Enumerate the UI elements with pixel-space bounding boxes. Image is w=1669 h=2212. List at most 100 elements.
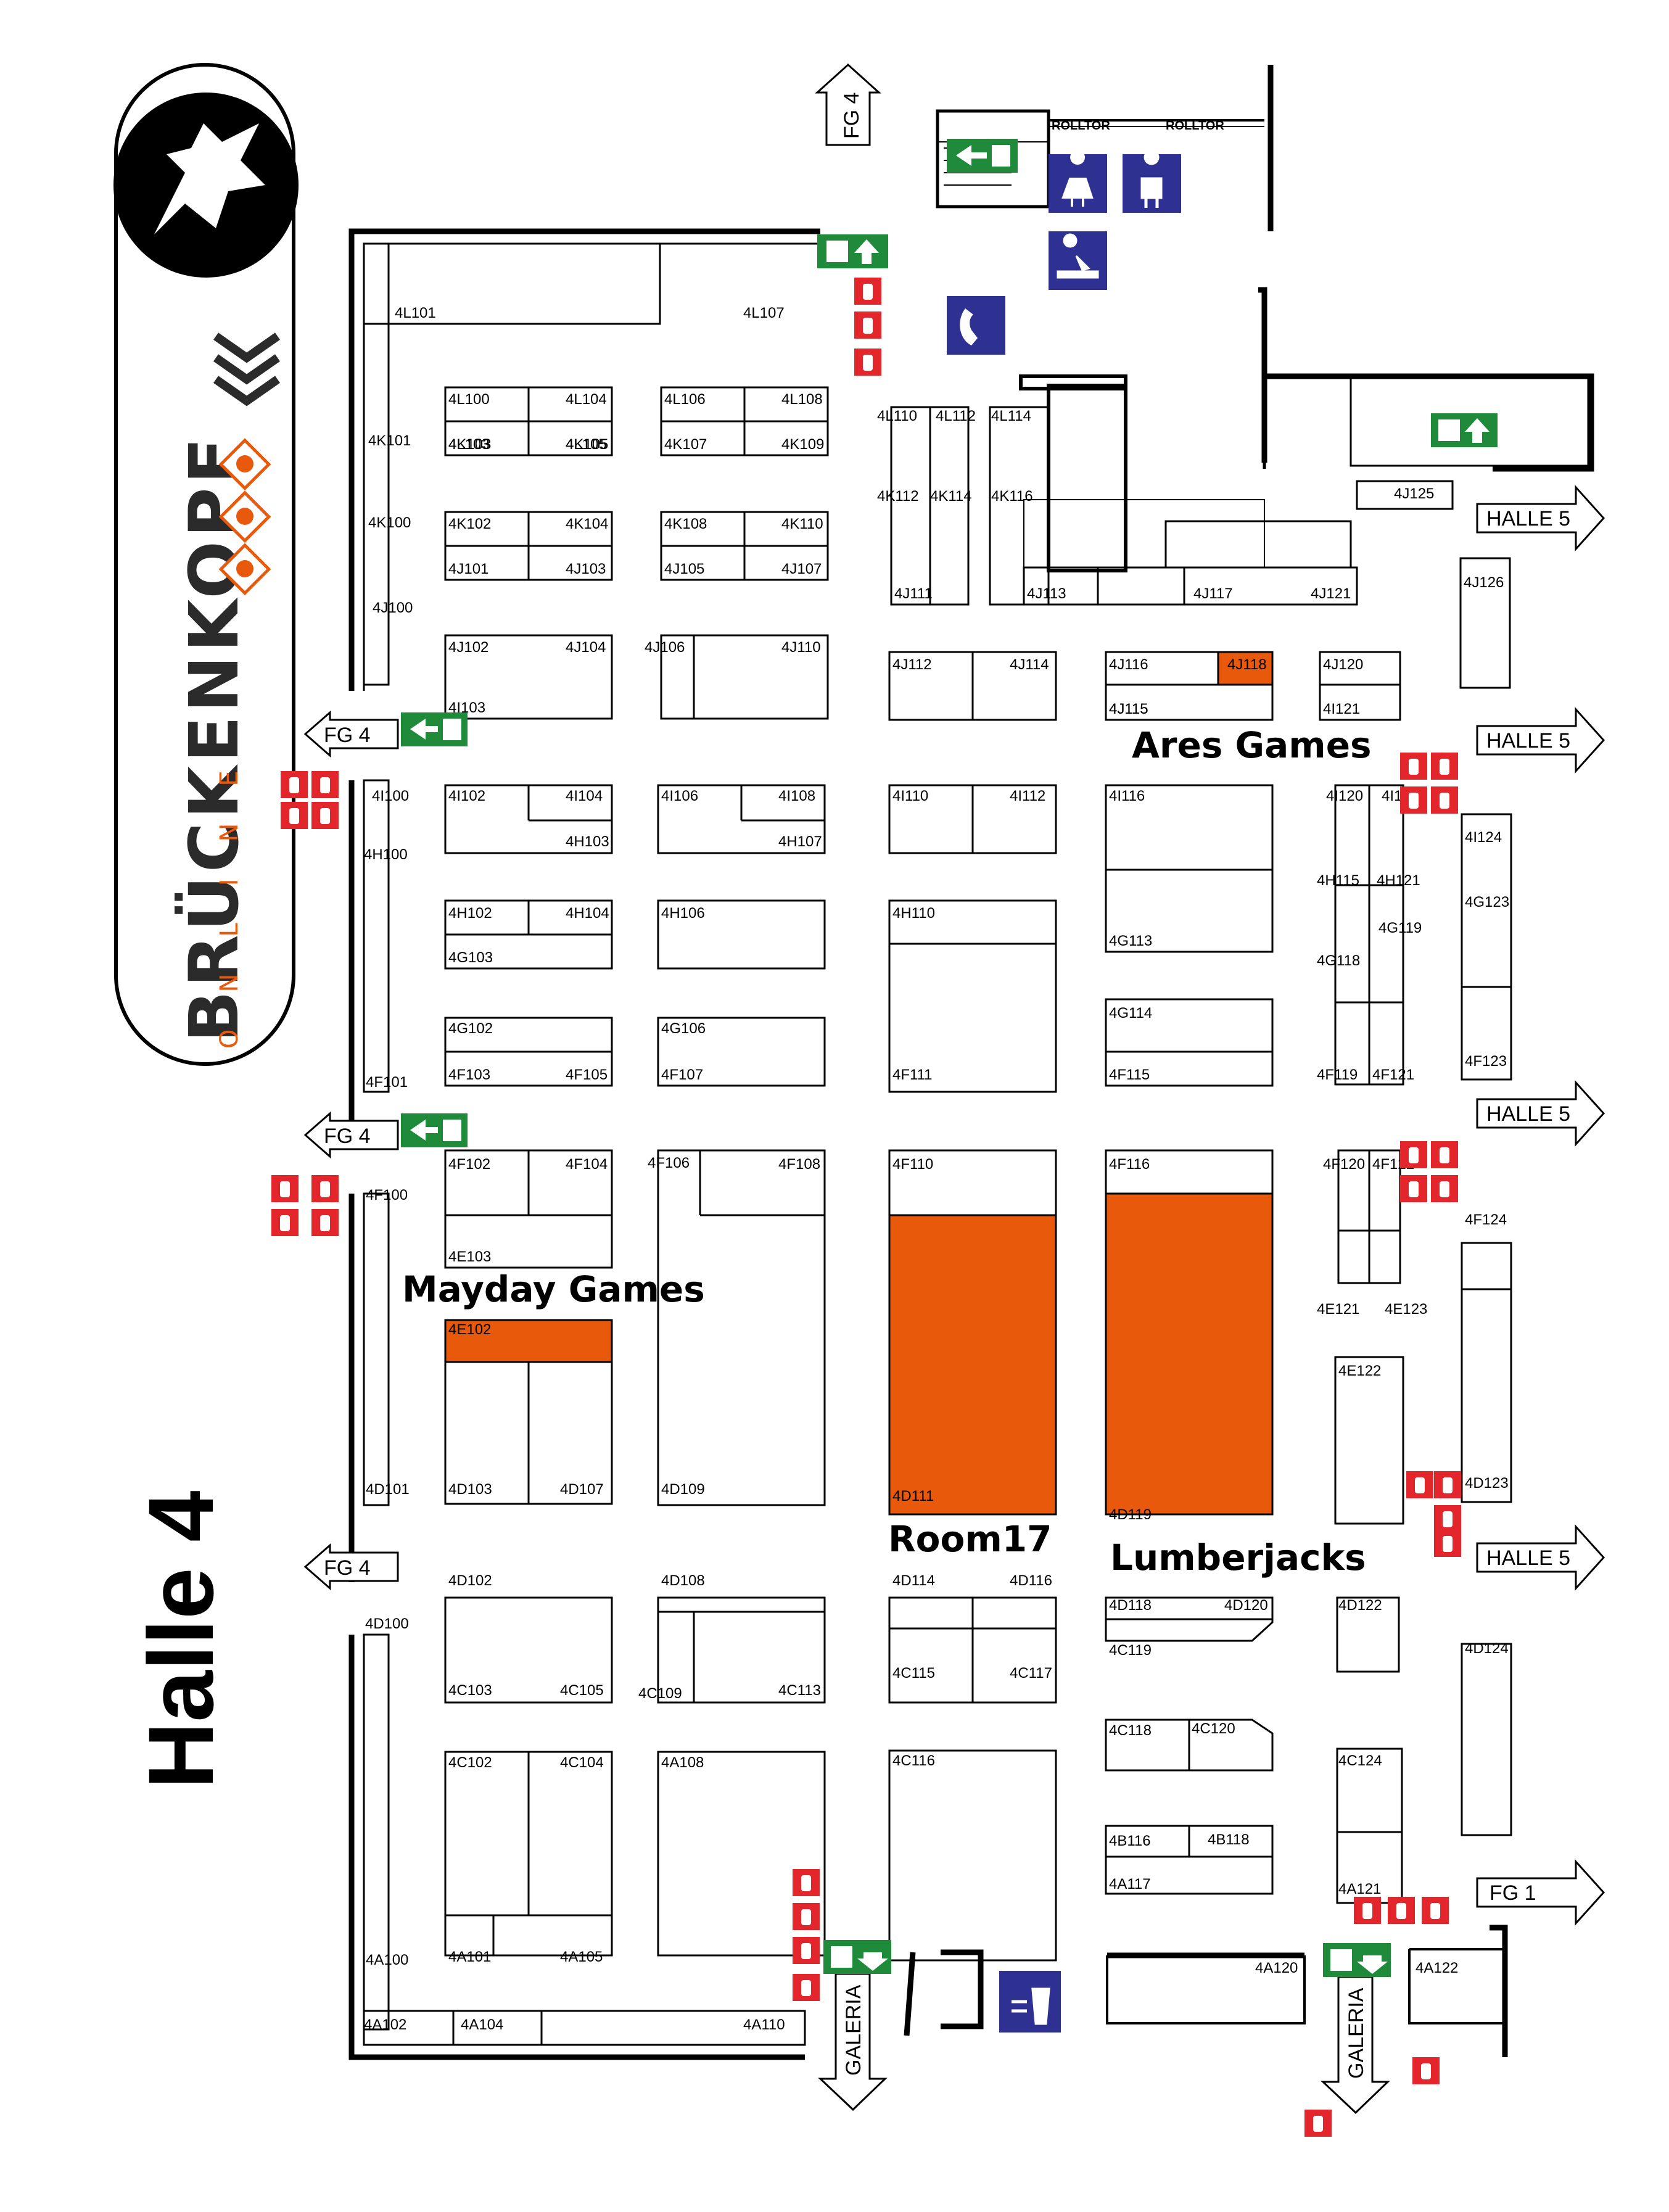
fg4-b-label: FG 4 — [324, 1125, 371, 1148]
booth-label: 4D108 — [661, 1572, 705, 1589]
halle5-d-arrow[interactable] — [1476, 1524, 1605, 1591]
booth-label: 4C117 — [1010, 1665, 1052, 1682]
booth-lumberjacks[interactable] — [1105, 1192, 1274, 1516]
booth-label: 4I108 — [778, 788, 815, 804]
knight-icon — [154, 123, 265, 234]
booth-label: 4F103 — [448, 1067, 490, 1083]
fg4-b-arrow[interactable] — [303, 1111, 399, 1159]
booth-label: 4I121 — [1323, 701, 1360, 717]
booth-label: 4D118 — [1109, 1597, 1152, 1614]
fire-extinguisher-glyph — [289, 808, 299, 824]
booth-label: 4H104 — [566, 905, 609, 922]
booth-outlines — [363, 242, 1512, 2046]
booth-label: 4D111 — [892, 1488, 934, 1504]
booth-label: 4B118 — [1208, 1831, 1250, 1848]
hall-title: Halle 4 — [129, 1490, 233, 1789]
booth-label: 4G103 — [448, 949, 493, 966]
booth-label: 4J121 — [1311, 585, 1351, 602]
booth-label: 4D122 — [1338, 1597, 1382, 1614]
label-ares-games: Ares Games — [1132, 724, 1372, 766]
booth-label: 4H121 — [1377, 872, 1420, 889]
fg4-c-arrow[interactable] — [303, 1543, 399, 1591]
exit-sign-icon — [401, 712, 468, 746]
halle5-b-arrow[interactable] — [1476, 707, 1605, 774]
booth-label: 4C116 — [892, 1752, 935, 1769]
halle5-a-arrow[interactable] — [1476, 485, 1605, 551]
booth-label: 4J125 — [1394, 485, 1434, 502]
fire-extinguisher-glyph — [320, 1215, 330, 1231]
fire-extinguisher-glyph — [1362, 1903, 1372, 1919]
booth-label: 4F124 — [1465, 1211, 1507, 1228]
fg4-top-arrow[interactable] — [815, 63, 881, 146]
booth-label: 4K116 — [991, 488, 1033, 505]
fire-extinguisher-glyph — [320, 1181, 330, 1197]
fg1-arrow[interactable] — [1476, 1859, 1605, 1926]
fg1-label: FG 1 — [1490, 1881, 1536, 1905]
booth-label: 4I110 — [892, 788, 928, 804]
booth-label: 4H107 — [778, 833, 822, 850]
fire-extinguisher-glyph — [863, 355, 873, 371]
booth-label: 4D103 — [448, 1481, 492, 1498]
booth-label: 4E103 — [448, 1248, 491, 1265]
exit-sign-icon — [823, 1940, 891, 1974]
direction-sign-labels: FG 4 FG 4 FG 4 FG 4 HALLE 5 HALLE 5 HALL… — [324, 92, 1570, 2079]
booth-label: 4J100 — [373, 600, 413, 616]
booth-label: 4F107 — [661, 1067, 703, 1083]
booth-label: 4E121 — [1317, 1301, 1359, 1318]
booth-ares-games[interactable] — [1217, 651, 1274, 686]
booth-mayday-games[interactable] — [444, 1319, 613, 1363]
fg4-a-arrow[interactable] — [303, 710, 399, 758]
galeria-a-arrow[interactable] — [818, 1973, 888, 2111]
direction-signs — [303, 63, 1605, 2115]
booth-label: 4F111 — [892, 1067, 933, 1083]
booth-label: 4K104 — [566, 516, 608, 532]
halle5-c-arrow[interactable] — [1476, 1080, 1605, 1147]
booth-label: 4I100 — [372, 788, 409, 804]
booth-label: 4J112 — [892, 656, 932, 673]
booth-label: 4F119 — [1317, 1067, 1358, 1083]
booth-label: 4C115 — [892, 1665, 935, 1682]
booth-label: 4F104 — [566, 1156, 608, 1173]
fire-extinguisher-glyph — [801, 1875, 811, 1891]
booth-label: 4L114 — [991, 408, 1031, 424]
booth-label: 4F108 — [778, 1156, 820, 1173]
exit-sign-icon — [947, 139, 1018, 173]
fire-extinguisher-glyph — [801, 1943, 811, 1959]
fg4-a-label: FG 4 — [324, 724, 371, 747]
fire-extinguisher-glyph — [1415, 1477, 1425, 1493]
booth-room17[interactable] — [888, 1214, 1057, 1516]
booth-label: 4L107 — [743, 305, 785, 321]
booth-label: 4H115 — [1317, 872, 1359, 889]
phone-icon — [947, 296, 1005, 355]
booth-label: 4A104 — [461, 2016, 503, 2033]
booth-label: 4J102 — [448, 639, 488, 656]
booth-label: 4D109 — [661, 1481, 705, 1498]
galeria-b-arrow[interactable] — [1321, 1976, 1390, 2115]
galeria-a-label: GALERIA — [842, 1984, 865, 2076]
booth-label: 4J115 — [1109, 701, 1148, 717]
logo-badges-icon — [218, 438, 271, 596]
booth-label: 4A100 — [366, 1952, 408, 1968]
booth-label: 4K114 — [930, 488, 972, 505]
booth-label: 4E122 — [1338, 1363, 1381, 1379]
booth-label: 4I116 — [1109, 788, 1145, 804]
booth-label: 4I102 — [448, 788, 485, 804]
fire-extinguisher-glyph — [1409, 793, 1419, 809]
booth-label: 4D107 — [560, 1481, 604, 1498]
booth-label: 4K100 — [368, 514, 411, 531]
hall-walls — [348, 65, 1594, 2060]
booth-label: 4J116 — [1109, 656, 1148, 673]
booth-label: 4K103 — [448, 436, 491, 453]
fire-extinguisher-glyph — [1443, 1477, 1453, 1493]
booth-label: 4H106 — [661, 905, 705, 922]
highlighted-booths — [444, 651, 1274, 1516]
booth-label: 4F115 — [1109, 1067, 1150, 1083]
fire-extinguisher-glyph — [1430, 1903, 1440, 1919]
booth-label: 4J115 — [1109, 701, 1148, 717]
exit-sign-icon — [1323, 1943, 1391, 1977]
fire-extinguisher-glyph — [1396, 1903, 1406, 1919]
fire-extinguisher-glyph — [1421, 2063, 1431, 2079]
booth-label: 4I124 — [1465, 829, 1502, 846]
booth-label: 4D119 — [1109, 1506, 1152, 1523]
